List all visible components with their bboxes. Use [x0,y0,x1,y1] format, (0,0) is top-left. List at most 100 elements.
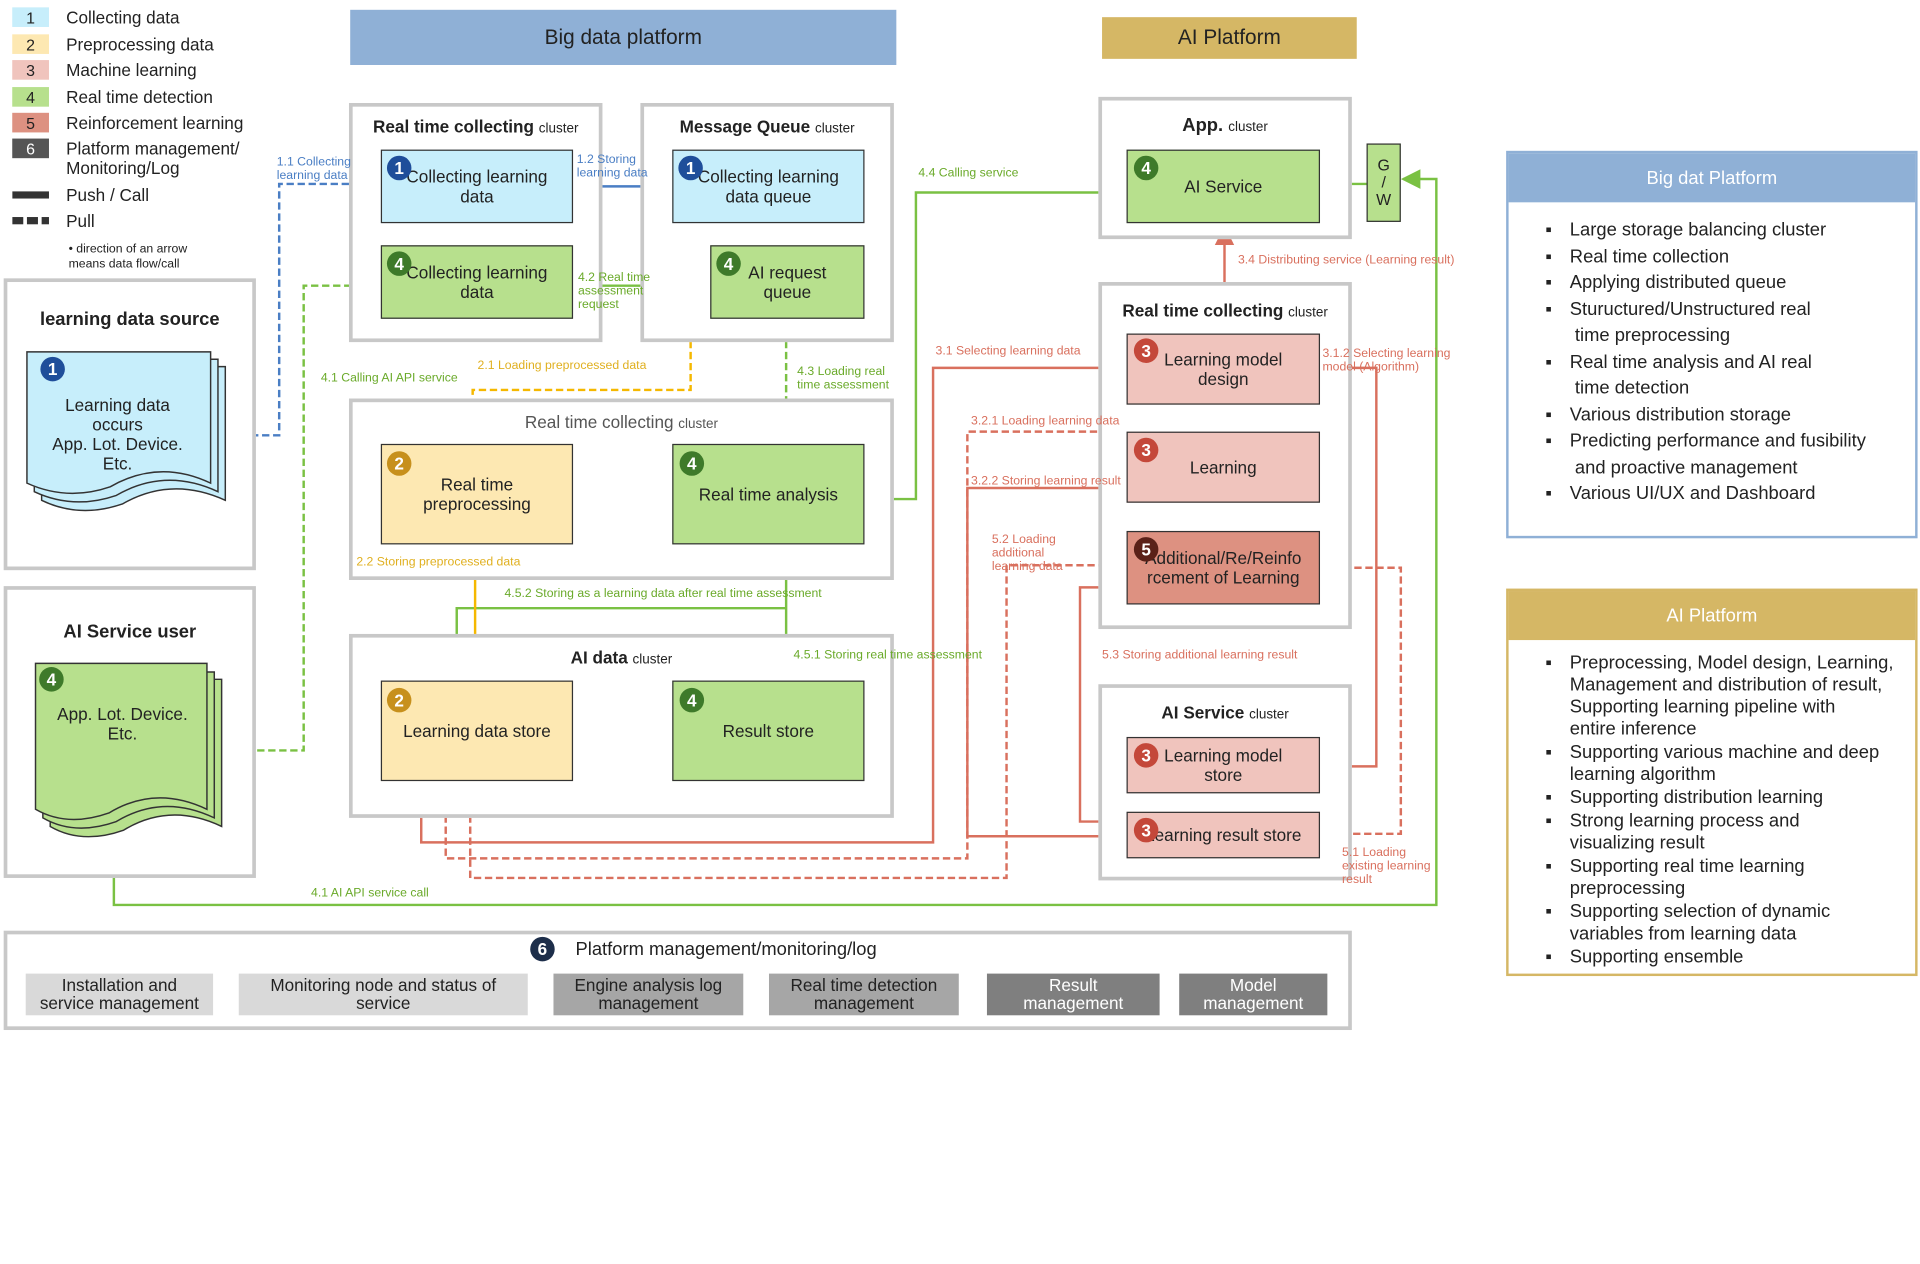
flow-label: 5.2 Loading additional learning data [991,533,1063,574]
real-time-preprocessing-node[interactable]: Real time preprocessing [380,443,574,545]
flow-label: 4.2 Real time assessment request [577,270,651,312]
flow-label: 1.1 Collecting learning data [276,155,351,183]
flow-label: 4.1 AI API service call [311,886,429,901]
flow-3-1 [420,358,1127,844]
legend-number: 5 [12,112,49,133]
mgmt-result[interactable]: Result management [986,973,1160,1016]
badge-learning: 3 [1133,743,1159,768]
legend-number: 4 [12,87,49,107]
mgmt-engine-log[interactable]: Engine analysis log management [553,973,744,1016]
learning-data-store-node[interactable]: Learning data store [380,680,574,782]
ai-platform-header: AI Platform [1102,17,1357,59]
flow-label: 4.3 Loading real time assessment [797,365,890,393]
flow-label: 2.1 Loading preprocessed data [477,359,647,373]
cluster-title: App. cluster [1182,115,1268,137]
collecting-data-queue-node[interactable]: Collecting learning data queue [672,149,865,224]
ai-user-text: App. Lot. Device. Etc. [57,703,188,744]
feature-item: Supporting selection of dynamic variable… [1545,901,1903,945]
feature-item: Supporting real time learning preprocess… [1545,856,1903,900]
badge-platform: 6 [530,936,555,962]
flow-5-2 [468,555,1127,880]
collecting-learning-data-node[interactable]: Collecting learning data [380,149,574,224]
legend-number: 3 [12,60,49,80]
feature-item: Strong learning process and visualizing … [1545,811,1903,855]
feature-item: Supporting distribution learning [1545,787,1903,809]
learning-model-design-node[interactable]: Learning model design [1126,333,1321,405]
badge-learning: 3 [1133,437,1159,463]
platform-management-title: Platform management/monitoring/log [575,939,877,961]
flow-label: 2.2 Storing preprocessed data [356,555,521,569]
learning-data-text: Learning data occurs App. Lot. Device. E… [52,394,183,474]
badge-collecting: 1 [678,155,703,181]
ai-feature-list: Preprocessing, Model design, Learning, M… [1509,640,1916,969]
legend-label: Collecting data [66,7,180,27]
gateway-node[interactable]: G / W [1366,143,1401,222]
flow-label: 3.2.1 Loading learning data [971,414,1120,428]
badge-collecting: 1 [40,356,65,382]
flow-label: 3.2.2 Storing learning result [971,474,1121,489]
legend-pull: Pull [12,211,95,231]
flow-label: 4.5.1 Storing real time assessment [793,648,983,663]
cluster-title: Real time collecting cluster [372,116,579,137]
badge-detection: 4 [679,451,705,476]
mgmt-installation[interactable]: Installation and service management [25,973,214,1016]
legend-number: 2 [12,34,49,54]
badge-collecting: 1 [386,155,412,181]
real-time-analysis-node[interactable]: Real time analysis [672,443,865,545]
feature-item: Large storage balancing cluster [1545,217,1903,243]
panel-title: AI Platform [1508,591,1916,641]
additional-learning-node[interactable]: Additional/Re/Reinfo rcement of Learning [1126,530,1321,605]
mgmt-model[interactable]: Model management [1179,973,1328,1016]
legend-label: Machine learning [66,60,197,80]
learning-model-store-node[interactable]: Learning model store [1126,736,1321,794]
flow-label: 3.4 Distributing service (Learning resul… [1237,253,1455,268]
flow-4-1 [112,169,1438,907]
ai-service-node[interactable]: AI Service [1126,149,1321,224]
learning-result-store-node[interactable]: Learning result store [1126,811,1321,859]
big-data-platform-panel: Big dat Platform Large storage balancing… [1506,150,1918,539]
flow-3-2-1 [444,421,1127,860]
flow-5-1 [1320,557,1403,836]
mgmt-detection[interactable]: Real time detection management [768,973,959,1016]
flow-label: 5.3 Storing additional learning result [1102,648,1298,663]
badge-detection: 4 [1133,155,1159,181]
flow-label: 3.1 Selecting learning data [935,344,1081,359]
legend-item: 2 Preprocessing data [12,34,214,54]
flow-label: 1.2 Storing learning data [576,153,648,181]
badge-detection: 4 [716,251,741,276]
cluster-title: Message Queue cluster [679,116,855,137]
learning-data-source-title: learning data source [39,309,220,330]
flow-label: 4.4 Calling service [918,166,1019,181]
cluster-title: AI data cluster [570,647,673,668]
legend-item: 3 Machine learning [12,60,197,80]
feature-item: Various distribution storage [1545,402,1903,428]
legend-number: 6 [12,138,49,159]
badge-detection: 4 [386,251,412,276]
flow-label: 5.1 Loading existing learning result [1342,846,1431,887]
feature-item: Preprocessing, Model design, Learning, M… [1545,652,1903,740]
badge-learning: 3 [1133,338,1159,363]
learning-node[interactable]: Learning [1126,431,1321,503]
badge-preprocessing: 2 [386,451,412,476]
feature-item: Real time analysis and AI real time dete… [1545,349,1903,402]
badge-detection: 4 [679,687,705,713]
collecting-learning-data-green-node[interactable]: Collecting learning data [380,245,574,319]
legend-label: Preprocessing data [66,34,214,54]
badge-learning: 3 [1133,817,1159,843]
result-store-node[interactable]: Result store [672,680,865,782]
panel-title: Big dat Platform [1508,153,1916,203]
flow-label: 4.5.2 Storing as a learning data after r… [504,587,822,601]
legend-label: Real time detection [66,87,213,107]
big-data-platform-header: Big data platform [350,9,897,65]
flow-label: 4.1 Calling AI API service [320,371,458,386]
mgmt-monitoring[interactable]: Monitoring node and status of service [238,973,528,1016]
badge-detection: 4 [39,667,64,692]
cluster-title: Real time collecting cluster [524,412,718,432]
feature-item: Supporting ensemble [1545,947,1903,969]
feature-item: Predicting performance and fusibility an… [1545,428,1903,481]
